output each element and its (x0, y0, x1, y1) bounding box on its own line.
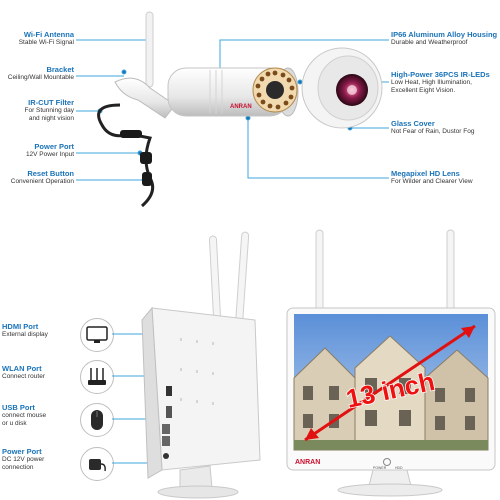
feature-title: Glass Cover (391, 119, 435, 128)
power-adapter-icon (80, 447, 114, 481)
feature-title: Wi-Fi Antenna (23, 30, 74, 39)
mouse-icon (80, 403, 114, 437)
port-title: USB Port (2, 403, 35, 412)
camera-brand-logo: ANRAN (230, 104, 252, 110)
bullet-camera-illustration: ANRAN (97, 11, 383, 208)
feature-glass-cover: Glass Cover Not Fear of Rain, Dustor Fog (391, 119, 499, 136)
port-title: WLAN Port (2, 364, 42, 373)
feature-reset-button: Reset Button Convenient Operation (2, 169, 74, 186)
feature-desc: Ceiling/Wall Mountable (7, 74, 74, 81)
feature-title: Reset Button (27, 169, 74, 178)
port-title: Power Port (2, 447, 42, 456)
port-usb: USB Port connect mouse or u disk (2, 403, 78, 428)
monitor-front-view: 13 inch ANRAN POWER HDD (286, 229, 496, 497)
feature-desc: Durable and Weatherproof (391, 39, 468, 46)
port-desc: DC 12V power connection (2, 456, 45, 471)
feature-title: Power Port (34, 142, 74, 151)
feature-ir-leds: High-Power 36PCS IR-LEDs Low Heat, High … (391, 70, 499, 95)
port-desc: External display (2, 331, 48, 338)
feature-power-port: Power Port 12V Power Input (2, 142, 74, 159)
power-button-label: POWER (373, 466, 387, 470)
monitor-icon (80, 318, 114, 352)
feature-aluminum-housing: IP66 Aluminum Alloy Housing Durable and … (391, 30, 499, 47)
feature-desc: 12V Power Input (25, 151, 74, 158)
power-button[interactable] (383, 458, 391, 466)
feature-desc: Stable Wi-Fi Signal (18, 39, 74, 46)
feature-desc: Low Heat, High Illumination, Excellent E… (391, 79, 472, 94)
port-title: HDMI Port (2, 322, 39, 331)
router-icon (80, 360, 114, 394)
feature-desc: For Wilder and Clearer View (391, 178, 473, 185)
port-power: Power Port DC 12V power connection (2, 447, 78, 472)
hdd-indicator-label: HDD (395, 466, 403, 470)
feature-hd-lens: Megapixel HD Lens For Wilder and Clearer… (391, 169, 499, 186)
feature-title: IR-CUT Filter (28, 98, 74, 107)
feature-title: High-Power 36PCS IR-LEDs (391, 70, 490, 79)
port-hdmi: HDMI Port External display (2, 322, 78, 339)
port-desc: Connect router (2, 373, 45, 380)
port-wlan: WLAN Port Connect router (2, 364, 78, 381)
feature-title: Bracket (46, 65, 74, 74)
nvr-back-view (141, 231, 261, 499)
monitor-brand-logo: ANRAN (295, 459, 320, 466)
feature-bracket: Bracket Ceiling/Wall Mountable (2, 65, 74, 82)
feature-desc: Convenient Operation (10, 178, 74, 185)
feature-title: IP66 Aluminum Alloy Housing (391, 30, 498, 39)
feature-desc: Not Fear of Rain, Dustor Fog (391, 128, 475, 135)
feature-title: Megapixel HD Lens (391, 169, 460, 178)
feature-desc: For Stunning day and night vision (24, 107, 74, 122)
port-desc: connect mouse or u disk (2, 412, 47, 427)
feature-wifi-antenna: Wi-Fi Antenna Stable Wi-Fi Signal (2, 30, 74, 47)
feature-ir-cut-filter: IR-CUT Filter For Stunning day and night… (2, 98, 74, 123)
